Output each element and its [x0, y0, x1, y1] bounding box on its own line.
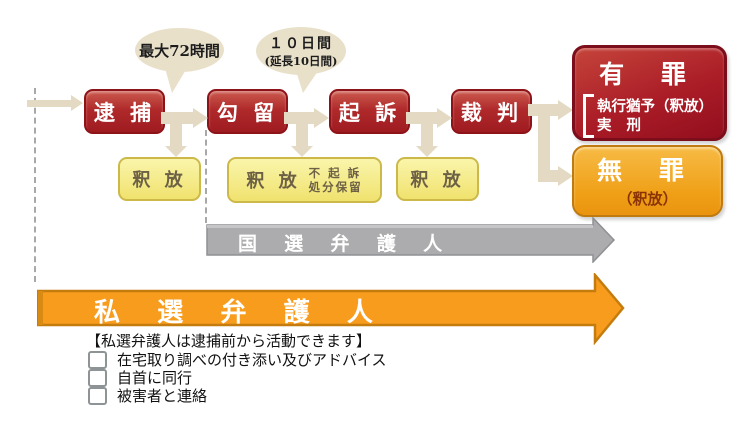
- branch-stub: [549, 170, 559, 182]
- note-row-3: 被害者と連絡: [88, 385, 207, 406]
- release-label-2: 釈 放: [246, 171, 301, 192]
- connector-detention-indictment-head: [314, 108, 329, 128]
- connector-arrest-detention-head: [193, 108, 208, 128]
- checkbox-icon-3: [88, 386, 107, 405]
- callout-72-hours-tail: [165, 68, 187, 93]
- private-lawyer-note-heading: 【私選弁護人は逮捕前から活動できます】: [86, 333, 372, 350]
- entry-arrow-head: [71, 95, 83, 111]
- not-guilty-title: 無 罪: [597, 156, 698, 185]
- callout-10-days-line2: (延長10日間): [264, 54, 338, 68]
- note-item-1: 在宅取り調べの付き添い及びアドバイス: [117, 352, 387, 369]
- callout-10-days-tail: [296, 71, 318, 93]
- release-arrow-2-head: [291, 146, 313, 157]
- dashed-guide-detention: [205, 130, 207, 223]
- step-box-detention: 勾 留: [207, 89, 288, 134]
- release-box-after-detention: 釈 放 不 起 訴 処分保留: [227, 157, 382, 203]
- release-note-2: 不 起 訴 処分保留: [309, 166, 363, 194]
- guilty-options: 執行猶予（釈放） 実 刑: [597, 97, 713, 135]
- connector-trial-guilty-head: [558, 100, 573, 120]
- release-arrow-3-head: [416, 146, 438, 157]
- note-row-1: 在宅取り調べの付き添い及びアドバイス: [88, 349, 387, 370]
- release-label-3: 釈 放: [410, 170, 465, 191]
- bracket-icon: [583, 94, 594, 138]
- step-label-arrest: 逮 捕: [93, 99, 156, 125]
- release-label-1: 釈 放: [132, 170, 187, 191]
- release-note-2-line1: 不 起 訴: [308, 166, 362, 180]
- release-arrow-2-shaft: [296, 118, 308, 146]
- step-box-trial: 裁 判: [451, 89, 532, 134]
- step-label-indictment: 起 訴: [338, 99, 401, 125]
- callout-10-days-line1: １０日間: [269, 36, 333, 52]
- callout-72-hours-text: 最大72時間: [139, 41, 220, 60]
- callout-10-days: １０日間 (延長10日間): [256, 27, 346, 75]
- entry-arrow-shaft: [27, 100, 72, 107]
- step-label-detention: 勾 留: [216, 99, 279, 125]
- release-box-after-arrest: 釈 放: [118, 157, 201, 201]
- connector-trial-notguilty-head: [558, 166, 573, 186]
- dashed-guide-arrest: [34, 88, 36, 282]
- connector-indictment-trial-head: [437, 108, 452, 128]
- court-appointed-lawyer-label: 国 選 弁 護 人: [238, 234, 454, 255]
- checkbox-icon-2: [88, 368, 107, 387]
- guilty-option-suspended: 執行猶予（釈放）: [597, 98, 713, 115]
- private-lawyer-arrow: [37, 273, 625, 345]
- step-box-indictment: 起 訴: [329, 89, 410, 134]
- step-box-arrest: 逮 捕: [84, 89, 165, 134]
- branch-vertical: [538, 104, 550, 182]
- court-appointed-lawyer-arrow: [206, 217, 616, 263]
- guilty-option-prison: 実 刑: [597, 117, 647, 134]
- not-guilty-release: （釈放）: [617, 190, 678, 208]
- release-arrow-3-shaft: [421, 118, 433, 146]
- checkbox-icon-1: [88, 350, 107, 369]
- release-arrow-1-shaft: [170, 118, 182, 146]
- note-row-2: 自首に同行: [88, 367, 192, 388]
- note-item-2: 自首に同行: [117, 370, 193, 387]
- callout-72-hours: 最大72時間: [135, 28, 224, 72]
- guilty-box: 有 罪 執行猶予（釈放） 実 刑: [572, 45, 727, 141]
- release-arrow-1-head: [165, 146, 187, 157]
- step-label-trial: 裁 判: [460, 99, 523, 125]
- guilty-title: 有 罪: [599, 60, 700, 89]
- release-box-after-indictment: 釈 放: [396, 157, 479, 201]
- not-guilty-box: 無 罪 （釈放）: [572, 145, 723, 217]
- private-lawyer-label: 私 選 弁 護 人: [94, 297, 388, 327]
- release-note-2-line2: 処分保留: [308, 180, 363, 194]
- note-item-3: 被害者と連絡: [117, 388, 208, 405]
